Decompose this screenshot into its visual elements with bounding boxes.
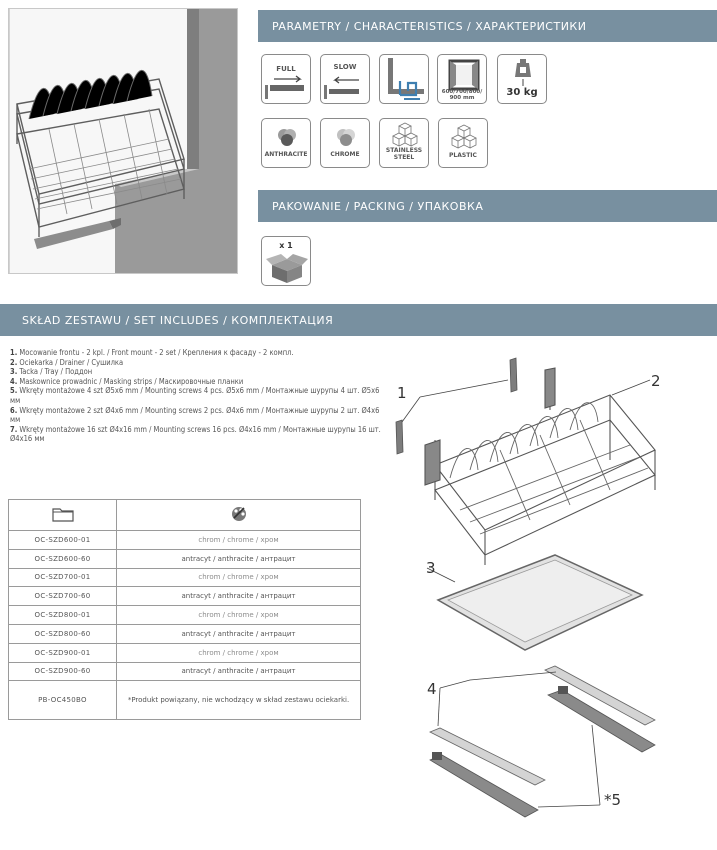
cabinet-profile-tile	[379, 54, 429, 104]
table-header-row	[8, 499, 361, 531]
leader-lines	[401, 379, 651, 808]
full-extension-icon	[265, 75, 304, 99]
full-label: FULL	[276, 65, 296, 73]
drainer-basket-part	[424, 367, 656, 565]
product-code: OC-SZD800-60	[8, 623, 117, 644]
list-item: 7. Wkręty montażowe 16 szt Ø4x16 mm / Mo…	[10, 424, 381, 444]
load-weight-icon	[515, 59, 531, 86]
load-label: 30 kg	[506, 87, 538, 98]
front-mount-part	[395, 357, 518, 455]
cabinet-width-icon	[448, 59, 480, 91]
box-icon	[266, 254, 308, 283]
masking-strip-part	[429, 665, 656, 786]
set-includes-header: SKŁAD ZESTAWU / SET INCLUDES / КОМПЛЕКТА…	[0, 304, 717, 336]
stainless-steel-label: STAINLESS STEEL	[385, 147, 423, 161]
stainless-steel-icon	[392, 122, 418, 147]
color-palette-icon	[231, 507, 246, 521]
set-includes-title: SKŁAD ZESTAWU / SET INCLUDES / КОМПЛЕКТА…	[22, 313, 334, 327]
callout-3: 3	[426, 559, 436, 577]
list-item: 2. Ociekarka / Drainer / Сушилка	[10, 357, 124, 367]
code-column-header	[8, 499, 117, 531]
related-product-code: PB-OC450BO	[8, 680, 117, 721]
callout-1: 1	[397, 384, 407, 402]
full-extension-tile: FULL	[261, 54, 311, 104]
list-item: 4. Maskownice prowadnic / Masking strips…	[10, 376, 244, 386]
plastic-icon	[451, 124, 477, 149]
callout-4: 4	[427, 680, 437, 698]
chrome-tile: CHROME	[320, 118, 370, 168]
soft-close-tile: SLOW	[320, 54, 370, 104]
table-row-related: PB-OC450BO *Produkt powiązany, nie wchod…	[8, 680, 361, 721]
packing-title: PAKOWANIE / PACKING / УПАКОВКА	[272, 199, 484, 213]
packing-header: PAKOWANIE / PACKING / УПАКОВКА	[258, 190, 717, 222]
folder-icon	[51, 508, 74, 522]
product-finish: antracyt / anthracite / антрацит	[116, 586, 361, 607]
chrome-color-icon	[337, 129, 355, 146]
anthracite-tile: ANTHRACITE	[261, 118, 311, 168]
load-weight-tile: 30 kg	[497, 54, 547, 104]
product-finish: antracyt / anthracite / антрацит	[116, 661, 361, 682]
chrome-label: CHROME	[330, 151, 360, 158]
list-item: 5. Wkręty montażowe 4 szt Ø5x6 mm / Moun…	[10, 386, 380, 405]
product-code: OC-SZD600-60	[8, 548, 117, 569]
cabinet-profile-icon	[388, 58, 424, 100]
tray-part	[436, 554, 644, 651]
product-finish: chrom / chrome / хром	[116, 642, 361, 663]
width-label: 600/700/800/ 900 mm	[441, 89, 483, 101]
product-finish: antracyt / anthracite / антрацит	[116, 623, 361, 644]
runner-part	[429, 686, 656, 818]
drainer-in-cabinet-illustration	[9, 9, 237, 273]
product-code: OC-SZD700-60	[8, 586, 117, 607]
packing-quantity: x 1	[279, 241, 293, 250]
product-finish: chrom / chrome / хром	[116, 530, 361, 550]
list-item: 1. Mocowanie frontu - 2 kpl. / Front mou…	[10, 348, 294, 357]
callout-2: 2	[651, 372, 661, 390]
list-item: 6. Wkręty montażowe 2 szt Ø4x6 mm / Moun…	[10, 405, 380, 425]
product-code: OC-SZD800-01	[8, 605, 117, 625]
packing-tile: x 1	[261, 236, 311, 286]
product-code: OC-SZD900-01	[8, 642, 117, 663]
product-code: OC-SZD700-01	[8, 567, 117, 588]
anthracite-color-icon	[278, 129, 296, 146]
related-product-note: *Produkt powiązany, nie wchodzący w skła…	[116, 680, 361, 721]
slow-label: SLOW	[333, 63, 357, 71]
product-finish: antracyt / anthracite / антрацит	[116, 548, 361, 569]
product-code: OC-SZD600-01	[8, 530, 117, 550]
callout-5: *5	[604, 791, 622, 809]
finish-column-header	[116, 499, 361, 531]
parameters-title: PARAMETRY / CHARACTERISTICS / ХАРАКТЕРИС…	[272, 19, 587, 33]
product-finish: chrom / chrome / хром	[116, 605, 361, 625]
parameters-header: PARAMETRY / CHARACTERISTICS / ХАРАКТЕРИС…	[258, 10, 717, 42]
stainless-steel-tile: STAINLESS STEEL	[379, 118, 429, 168]
product-photo	[8, 8, 238, 274]
product-code: OC-SZD900-60	[8, 661, 117, 682]
anthracite-label: ANTHRACITE	[264, 151, 308, 158]
cabinet-width-tile: 600/700/800/ 900 mm	[437, 54, 487, 104]
plastic-tile: PLASTIC	[438, 118, 488, 168]
list-item: 3. Tacka / Tray / Поддон	[10, 367, 93, 377]
soft-close-icon	[324, 76, 359, 99]
plastic-label: PLASTIC	[449, 152, 477, 159]
set-includes-list: 1. Mocowanie frontu - 2 kpl. / Front mou…	[10, 348, 390, 444]
exploded-parts-diagram	[395, 357, 656, 818]
product-finish: chrom / chrome / хром	[116, 567, 361, 588]
